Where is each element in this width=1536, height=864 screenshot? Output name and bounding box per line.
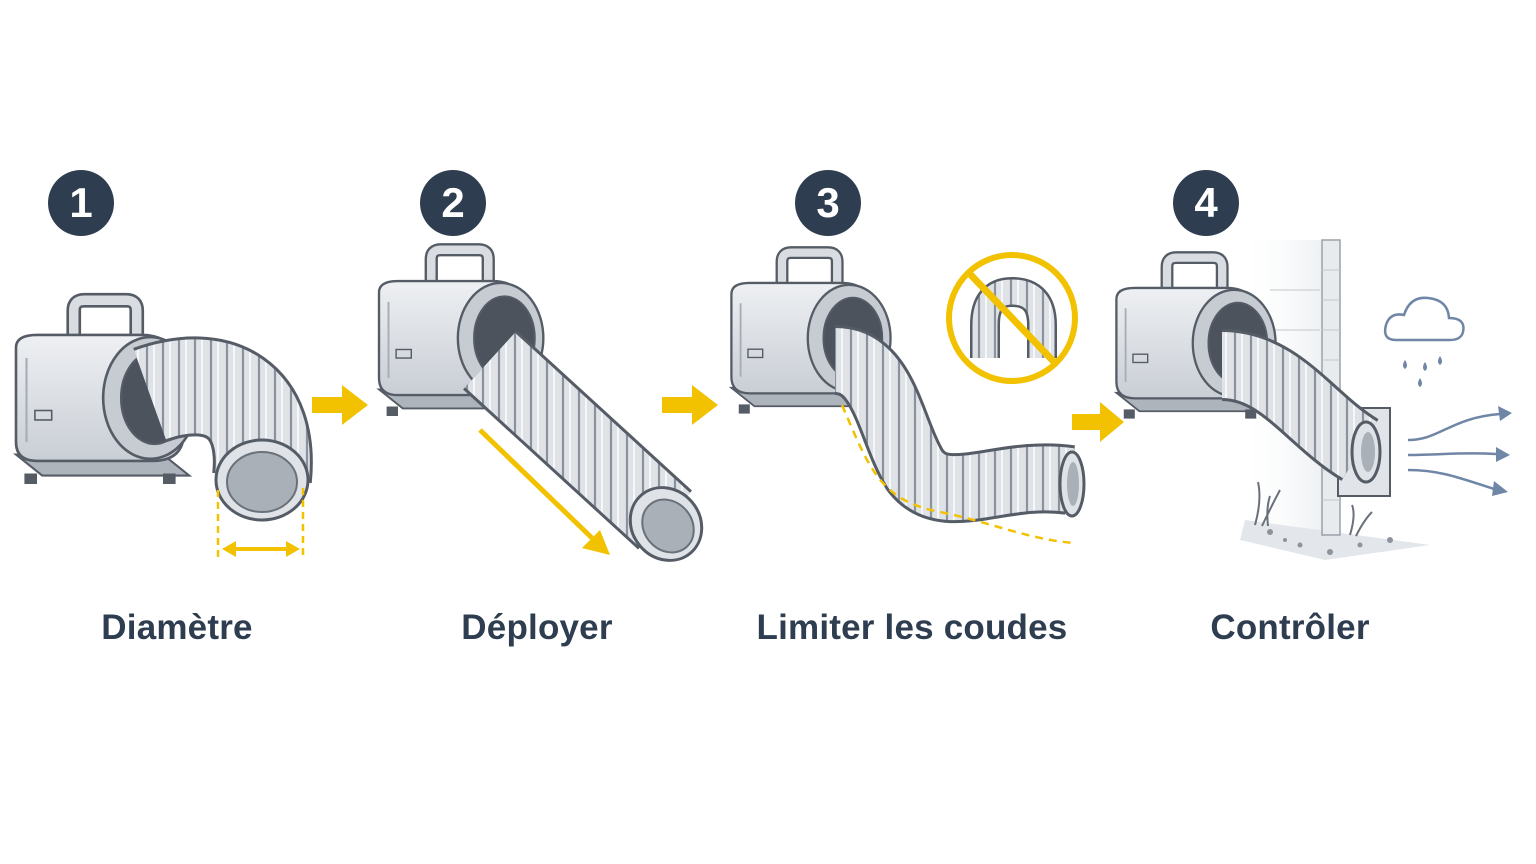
arrow-right-icon (662, 385, 718, 425)
step-2-badge: 2 (420, 170, 486, 236)
step-3-illustration (731, 252, 1086, 545)
step-3-label: Limiter les coudes (756, 608, 1068, 647)
step-4-label: Contrôler (1210, 608, 1370, 647)
diameter-measure-icon (216, 488, 305, 560)
extend-arrow-icon (478, 428, 610, 555)
step-2-label: Déployer (461, 608, 613, 647)
step-1-label: Diamètre (101, 608, 253, 647)
rain-wind-icon (1383, 296, 1512, 496)
step-2-illustration (379, 250, 704, 562)
arrow-right-icon (312, 385, 368, 425)
no-bend-sign-icon (946, 252, 1078, 384)
step-1-illustration (16, 300, 313, 560)
step-1-badge: 1 (48, 170, 114, 236)
arrow-right-icon (1072, 402, 1124, 442)
step-4-illustration (1116, 239, 1512, 560)
step-3-badge: 3 (795, 170, 861, 236)
step-4-badge: 4 (1173, 170, 1239, 236)
